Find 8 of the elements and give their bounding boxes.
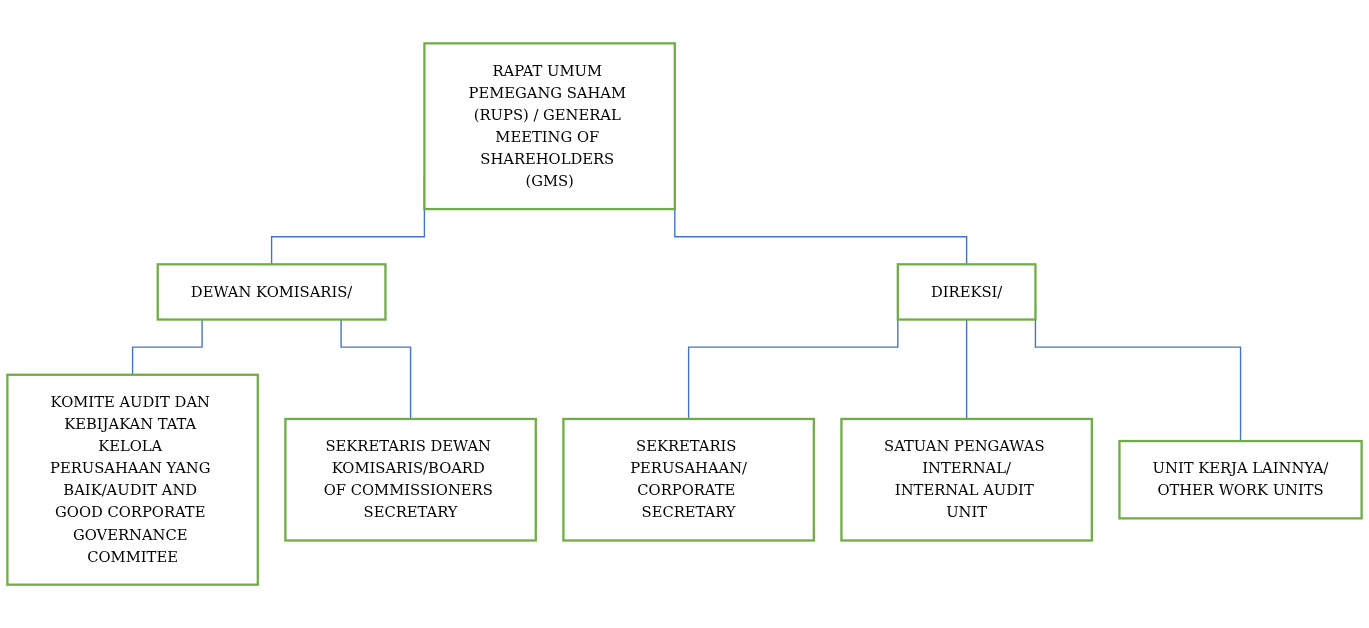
node-box: SEKRETARIS PERUSAHAAN/ CORPORATE SECRETARY <box>562 417 815 542</box>
node-box: DEWAN KOMISARIS/ <box>156 263 387 321</box>
node-box: SATUAN PENGAWAS INTERNAL/ INTERNAL AUDIT UNIT <box>840 417 1093 542</box>
node-box: UNIT KERJA LAINNYA/ OTHER WORK UNITS <box>1118 439 1363 520</box>
node-box: KOMITE AUDIT DAN KEBIJAKAN TATA KELOLA PERUSAHAAN YANG BAIK/AUDIT AND GOOD CORPORATE GOVERNANCE COMMITEE <box>6 373 259 586</box>
node-box: DIREKSI/ <box>896 263 1037 321</box>
node-box: RAPAT UMUM PEMEGANG SAHAM (RUPS) / GENERAL MEETING OF SHAREHOLDERS (GMS) <box>423 42 676 211</box>
node-box: SEKRETARIS DEWAN KOMISARIS/BOARD OF COMMISSIONERS SECRETARY <box>284 417 537 542</box>
